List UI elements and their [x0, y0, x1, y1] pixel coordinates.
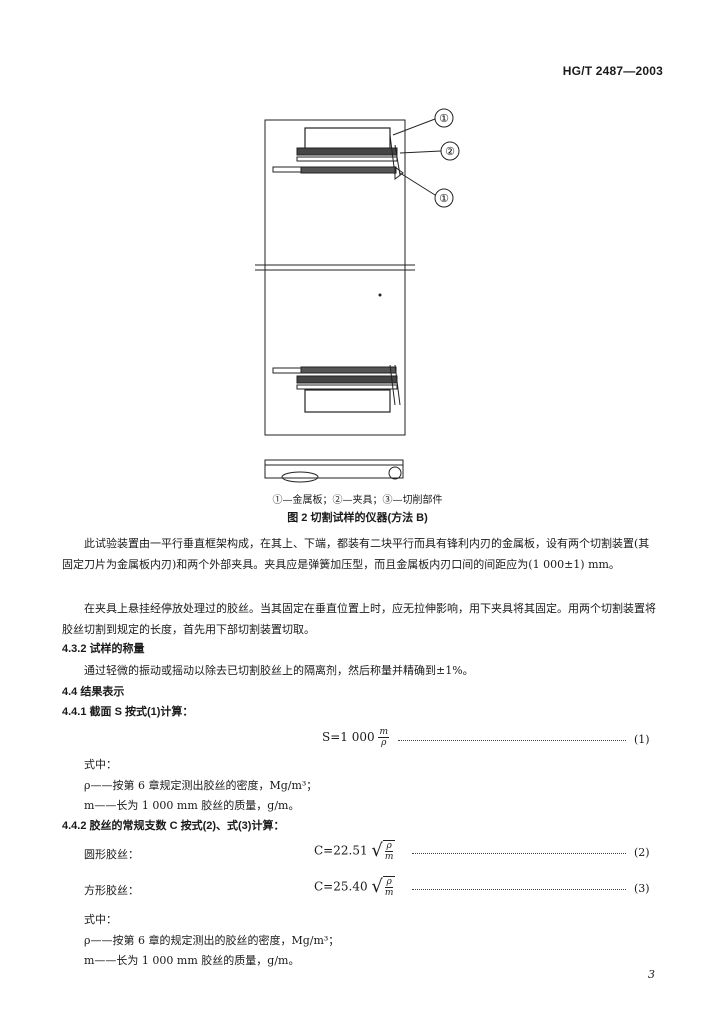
- frame-outline: [264, 119, 406, 436]
- equation-number-2: (2): [634, 846, 650, 859]
- section-4-4-title: 4.4 结果表示: [62, 686, 125, 698]
- formula-3-lhs: C=25.40: [314, 879, 368, 894]
- page-number: 3: [648, 968, 655, 981]
- lower-metal-plate: [304, 389, 391, 413]
- callout-circle: [434, 188, 454, 208]
- where-label-2: 式中：: [84, 913, 117, 926]
- where-label-1: 式中：: [84, 758, 117, 771]
- m-definition-2: m——长为 1 000 mm 胶丝的质量，g/m。: [84, 954, 300, 967]
- formula-3-denominator: m: [384, 888, 394, 898]
- upper-clamp: [296, 147, 398, 156]
- m-definition-1: m——长为 1 000 mm 胶丝的质量，g/m。: [84, 799, 300, 812]
- upper-metal-plate: [304, 127, 391, 151]
- callout-3: ①: [439, 192, 449, 205]
- formula-3-fraction: ρ m: [384, 877, 394, 898]
- formula-1: S=1 000 m ρ: [322, 727, 390, 748]
- formula-1-denominator: ρ: [381, 738, 387, 748]
- section-4-4-2-title: 4.4.2 胶丝的常规支数 C 按式(2)、式(3)计算：: [62, 820, 285, 832]
- leader-dots: [412, 853, 626, 854]
- formula-1-numerator: m: [378, 727, 390, 738]
- formula-2-denominator: m: [384, 852, 394, 862]
- rho-definition-2: ρ——按第 6 章的规定测出的胶丝的密度，Mg/m³；: [84, 934, 340, 947]
- sqrt-symbol: √: [371, 876, 383, 897]
- equation-number-1: (1): [634, 733, 650, 746]
- upper-clamp-bar: [296, 156, 398, 162]
- formula-3: C=25.40 √ ρ m: [314, 876, 396, 898]
- callout-circle: [440, 141, 460, 161]
- formula-2: C=22.51 √ ρ m: [314, 840, 396, 862]
- plan-view: [264, 459, 404, 479]
- apparatus-figure: ① ② ①: [255, 108, 460, 483]
- figure-legend: ①—金属板；②—夹具；③—切削部件: [272, 495, 443, 506]
- lower-cutter: [272, 367, 302, 374]
- formula-1-fraction: m ρ: [378, 727, 390, 748]
- callout-2: ②: [445, 145, 455, 158]
- rho-definition-1: ρ——按第 6 章规定测出胶丝的密度，Mg/m³；: [84, 779, 318, 792]
- formula-3-numerator: ρ: [384, 877, 394, 888]
- paragraph-apparatus: 此试验装置由一平行垂直框架构成，在其上、下端，都装有二块平行而具有锋利内刃的金属…: [62, 537, 650, 571]
- formula-2-numerator: ρ: [384, 841, 394, 852]
- formula-2-label: 圆形胶丝：: [84, 848, 139, 861]
- figure-caption: 图 2 切割试样的仪器(方法 B): [287, 512, 428, 524]
- formula-1-lhs: S=1 000: [322, 730, 375, 744]
- lower-clamp-bar: [296, 384, 398, 390]
- paragraph-procedure: 在夹具上悬挂经停放处理过的胶丝。当其固定在垂直位置上时，应无拉伸影响，用下夹具将…: [62, 602, 656, 636]
- section-4-4-1-title: 4.4.1 截面 S 按式(1)计算：: [62, 706, 194, 718]
- formula-3-label: 方形胶丝：: [84, 884, 139, 897]
- leader-dots: [398, 740, 626, 741]
- callout-1: ①: [439, 112, 449, 125]
- section-4-3-2-title: 4.3.2 试样的称量: [62, 643, 145, 655]
- leader-dots: [412, 889, 626, 890]
- callout-circle: [434, 108, 454, 128]
- section-4-3-2-text: 通过轻微的振动或摇动以除去已切割胶丝上的隔离剂，然后称量并精确到±1%。: [84, 664, 474, 677]
- equation-number-3: (3): [634, 882, 650, 895]
- sqrt-symbol: √: [371, 840, 383, 861]
- standard-number: HG/T 2487—2003: [562, 64, 663, 78]
- formula-2-fraction: ρ m: [384, 841, 394, 862]
- lower-clamp: [296, 375, 398, 384]
- upper-cutter: [272, 166, 302, 173]
- formula-2-lhs: C=22.51: [314, 843, 368, 858]
